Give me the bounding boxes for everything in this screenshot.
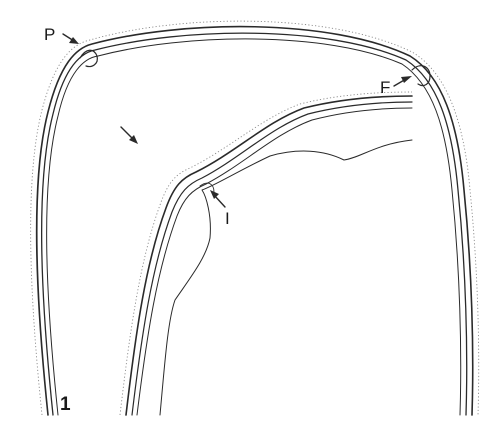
inner-wall <box>120 92 412 415</box>
inner-wall-line-1 <box>126 96 412 415</box>
panel-number: 1 <box>60 394 71 415</box>
inner-wall-line-2 <box>132 102 412 415</box>
arrow-f-icon <box>394 76 412 86</box>
septum-membrane <box>160 140 412 415</box>
label-i: I <box>225 209 230 228</box>
outer-wall-line-2 <box>42 33 467 415</box>
label-f: F <box>380 78 390 97</box>
inner-wall-dotted-edge <box>120 92 412 415</box>
outer-wall-line-1 <box>37 27 473 415</box>
arrow-i-icon <box>210 190 225 207</box>
inner-wall-line-3 <box>137 108 412 415</box>
unlabeled-arrow-icon <box>121 127 138 144</box>
outer-wall-dotted-edge <box>31 21 479 415</box>
label-p: P <box>44 25 55 44</box>
outer-wall <box>31 21 479 415</box>
outer-wall-line-3 <box>47 39 461 415</box>
arrow-p-icon <box>63 34 79 44</box>
